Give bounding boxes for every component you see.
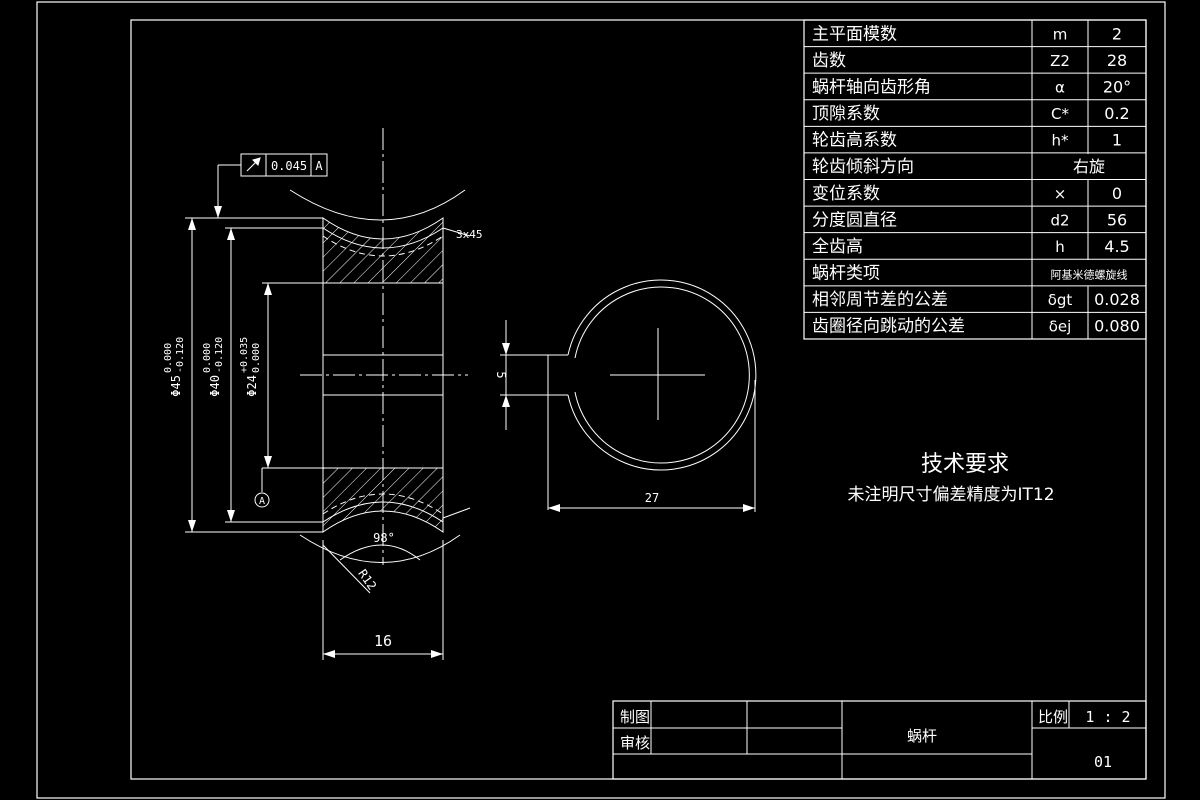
drawing-number: 01 <box>1094 753 1112 771</box>
param-symbol: α <box>1055 78 1065 96</box>
runout-symbol <box>246 157 261 172</box>
param-value: 0.2 <box>1104 104 1129 123</box>
table-row: 顶隙系数 C* 0.2 <box>812 104 1130 124</box>
dia-45-label: Φ45 0.000 -0.120 <box>163 337 186 397</box>
svg-text:Φ24: Φ24 <box>245 375 259 397</box>
param-symbol: δgt <box>1048 291 1073 309</box>
param-name: 蜗杆类项 <box>812 264 880 284</box>
param-name: 轮齿高系数 <box>812 131 897 151</box>
width-label: 16 <box>374 632 392 650</box>
end-view-arrows <box>502 343 755 512</box>
dimension-arrows <box>188 206 443 658</box>
param-value: 0.028 <box>1094 290 1140 309</box>
scale-label: 比例 <box>1038 708 1068 726</box>
param-name: 主平面模数 <box>812 24 897 44</box>
keyway-width-label: 5 <box>494 371 508 378</box>
param-name: 齿圈径向跳动的公差 <box>812 317 965 337</box>
table-row: 轮齿倾斜方向 右旋 <box>812 157 1105 177</box>
param-name: 顶隙系数 <box>812 104 880 124</box>
dia-24-label: Φ24 +0.035 0.000 <box>239 337 262 397</box>
svg-text:-0.120: -0.120 <box>214 337 225 373</box>
table-row: 主平面模数 m 2 <box>812 24 1122 44</box>
param-name: 变位系数 <box>812 184 880 204</box>
param-table: 主平面模数 m 2 齿数 Z2 28 蜗杆轴向齿形角 α 20° 顶隙系数 C* 0.2 轮齿高系数 h*… <box>803 19 1147 340</box>
chamfer-label: 3x45 <box>456 228 483 241</box>
svg-text:Φ40: Φ40 <box>208 375 222 397</box>
outer-frame <box>36 1 1166 799</box>
tech-req-title: 技术要求 <box>921 452 1009 477</box>
param-value: 右旋 <box>1073 157 1105 176</box>
inner-frame <box>130 19 1147 780</box>
param-name: 齿数 <box>812 51 846 71</box>
param-value: 阿基米德螺旋线 <box>1051 268 1128 282</box>
keyway-depth-label: 27 <box>645 491 659 505</box>
runout-value: 0.045 <box>271 159 307 173</box>
param-symbol: h* <box>1051 132 1069 150</box>
table-row: 分度圆直径 d2 56 <box>812 210 1127 230</box>
param-name: 分度圆直径 <box>812 210 897 230</box>
tech-req-text: 未注明尺寸偏差精度为IT12 <box>847 485 1054 505</box>
section-view <box>185 128 471 660</box>
svg-text:0.000: 0.000 <box>251 343 262 373</box>
param-value: 20° <box>1103 77 1131 96</box>
table-row: 全齿高 h 4.5 <box>812 237 1130 257</box>
param-symbol: Z2 <box>1050 52 1070 70</box>
param-value: 0 <box>1112 184 1122 203</box>
param-name: 轮齿倾斜方向 <box>812 157 914 177</box>
svg-text:0.000: 0.000 <box>163 343 174 373</box>
dia-40-label: Φ40 0.000 -0.120 <box>202 337 225 397</box>
datum-letter: A <box>259 496 265 507</box>
param-value: 0.080 <box>1094 317 1140 336</box>
table-row: 蜗杆类项 阿基米德螺旋线 <box>812 264 1128 284</box>
param-symbol: δej <box>1049 318 1072 336</box>
table-row: 变位系数 × 0 <box>812 184 1122 204</box>
drawn-label: 制图 <box>620 708 650 726</box>
param-symbol: × <box>1054 185 1067 203</box>
param-symbol: h <box>1055 238 1065 256</box>
param-value: 28 <box>1107 51 1127 70</box>
param-value: 2 <box>1112 24 1122 43</box>
check-label: 审核 <box>620 734 650 752</box>
end-view <box>500 279 757 512</box>
param-name: 蜗杆轴向齿形角 <box>812 77 931 97</box>
angle-label: 98° <box>373 531 395 545</box>
part-name: 蜗杆 <box>907 727 937 745</box>
param-symbol: C* <box>1051 105 1069 123</box>
param-name: 相邻周节差的公差 <box>812 290 948 310</box>
runout-datum: A <box>315 159 323 173</box>
param-symbol: m <box>1053 25 1068 43</box>
scale-value: 1 : 2 <box>1085 708 1130 726</box>
table-row: 蜗杆轴向齿形角 α 20° <box>812 77 1131 97</box>
svg-text:+0.035: +0.035 <box>239 337 250 373</box>
param-symbol: d2 <box>1050 211 1069 229</box>
table-row: 轮齿高系数 h* 1 <box>812 131 1122 151</box>
radius-label: R12 <box>355 567 379 593</box>
title-block <box>612 700 1147 780</box>
param-value: 1 <box>1112 131 1122 150</box>
svg-text:Φ45: Φ45 <box>169 375 183 397</box>
table-row: 齿圈径向跳动的公差 δej 0.080 <box>812 317 1140 337</box>
param-value: 4.5 <box>1104 237 1129 256</box>
param-name: 全齿高 <box>812 237 863 257</box>
table-row: 相邻周节差的公差 δgt 0.028 <box>812 290 1140 310</box>
svg-text:-0.120: -0.120 <box>175 337 186 373</box>
table-row: 齿数 Z2 28 <box>812 51 1127 71</box>
svg-text:0.000: 0.000 <box>202 343 213 373</box>
param-value: 56 <box>1107 210 1127 229</box>
